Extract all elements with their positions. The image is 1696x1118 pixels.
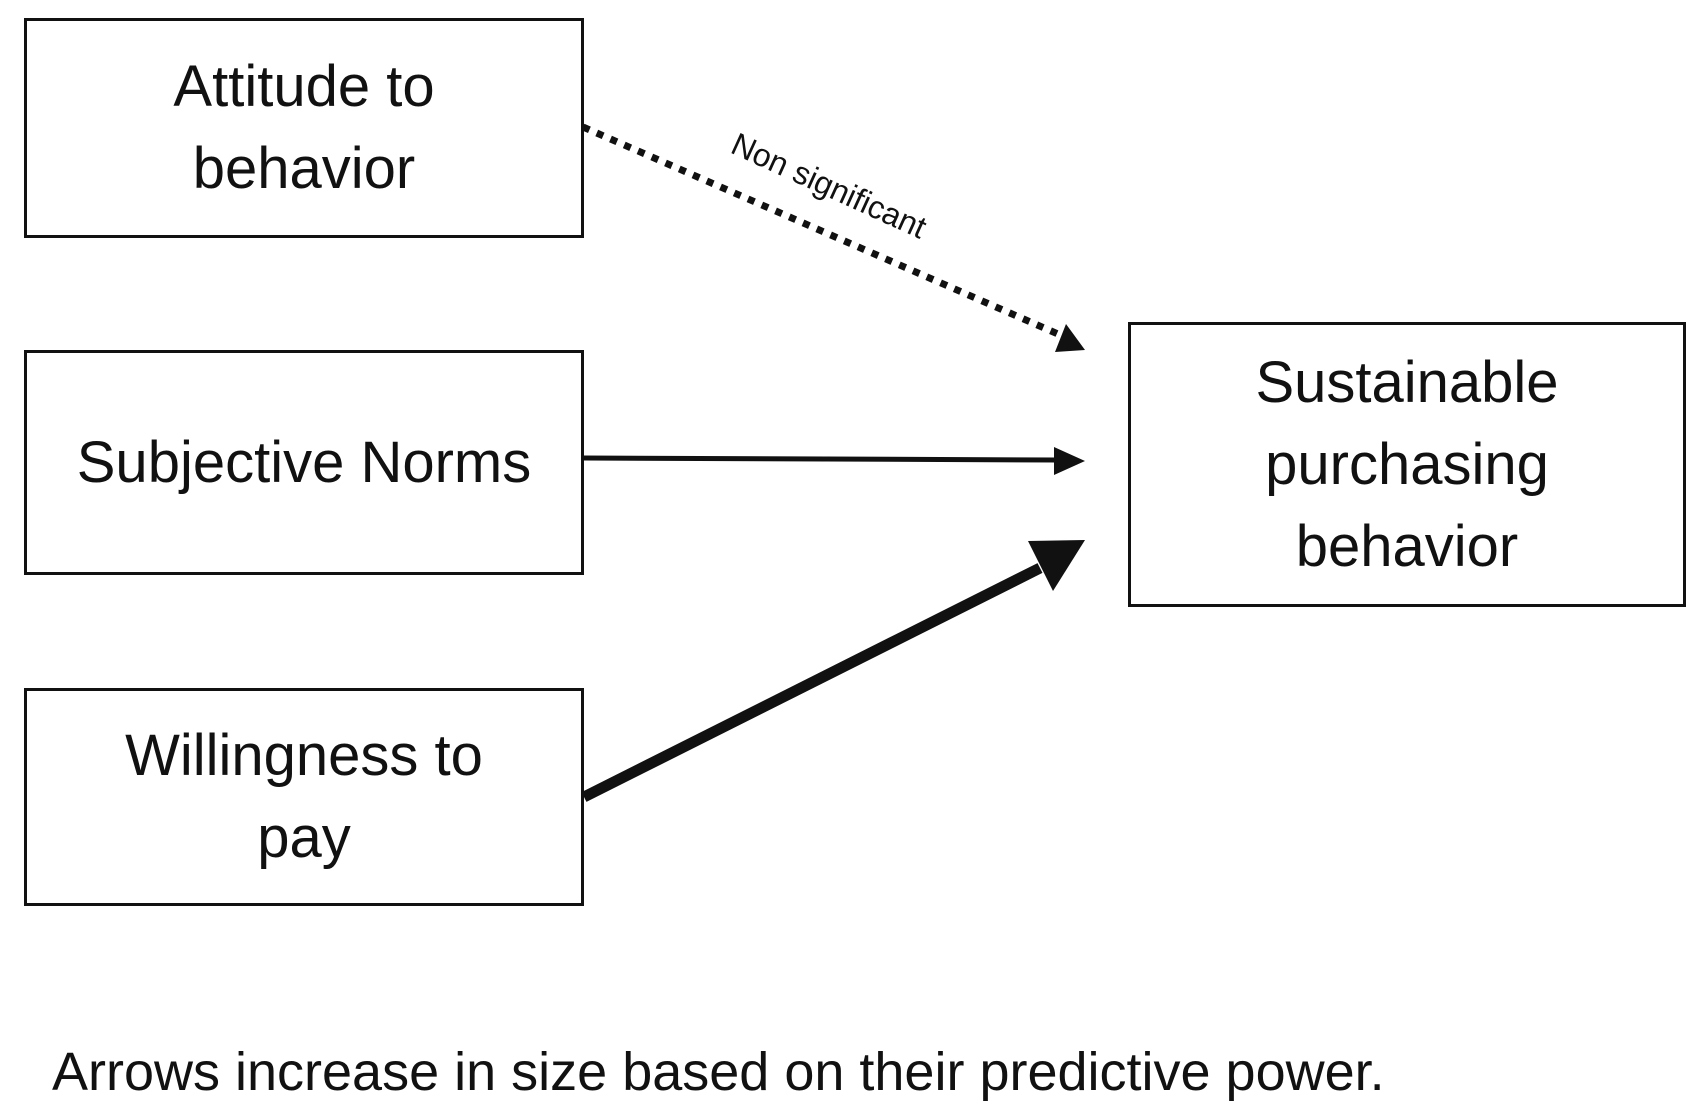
edge-attitude-to-outcome: Non significant [581,123,1085,352]
node-label: Subjective Norms [77,422,531,504]
edge-wtp-to-outcome [581,540,1085,802]
edge-norms-to-outcome [583,447,1085,475]
solid-arrow-line [583,455,1059,463]
thick-arrow-line [581,563,1043,802]
node-label-line: purchasing [1265,431,1549,497]
node-label-line: Subjective Norms [76,429,532,495]
node-label: Attitude to behavior [173,46,434,210]
node-label: Sustainable purchasing behavior [1255,342,1558,588]
node-label-line: behavior [1295,513,1519,579]
node-label-line: Attitude to [173,54,435,119]
node-label: Willingness to pay [125,715,483,879]
node-attitude-to-behavior: Attitude to behavior [24,18,584,238]
node-label-line: Willingness to [125,723,483,788]
dotted-arrow-head [1055,324,1085,352]
node-label-line: behavior [192,136,416,201]
node-label-line: pay [257,805,351,870]
thick-arrow-head [1028,540,1085,591]
node-label-line: Sustainable [1255,349,1559,415]
footnote: Arrows increase in size based on their p… [52,1042,1385,1102]
solid-arrow-head [1054,447,1085,475]
node-sustainable-purchasing-behavior: Sustainable purchasing behavior [1128,322,1686,607]
node-willingness-to-pay: Willingness to pay [24,688,584,906]
node-subjective-norms: Subjective Norms [24,350,584,575]
dotted-arrow-line [581,123,1060,338]
edge-label-non-significant: Non significant [726,126,932,246]
